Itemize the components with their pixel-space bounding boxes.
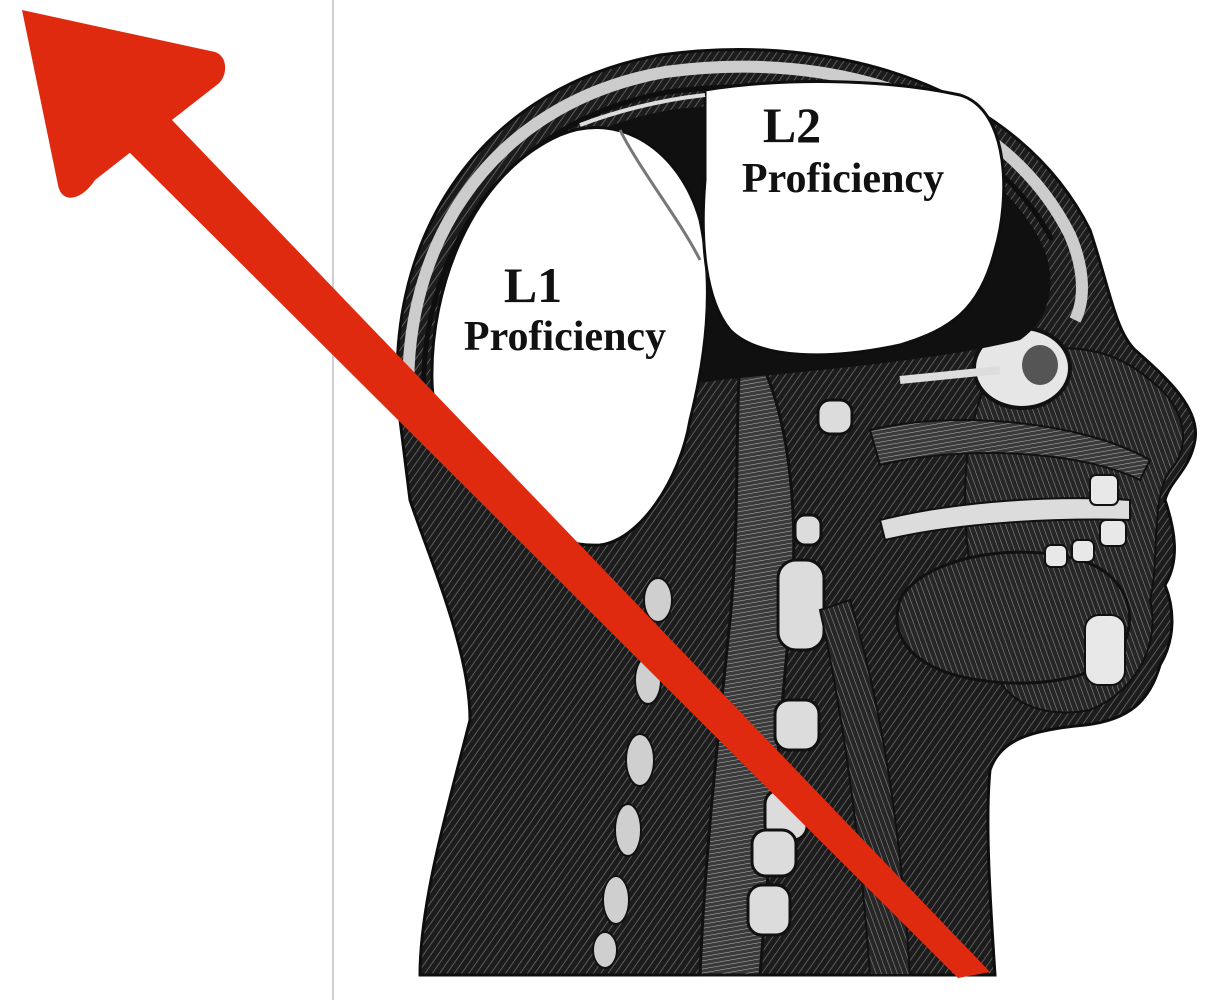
label-l2-code: L2 (763, 97, 821, 153)
label-l1-term: Proficiency (464, 314, 666, 360)
label-l2-term: Proficiency (742, 156, 944, 202)
l2-region (703, 82, 1003, 355)
label-l1-code: L1 (504, 257, 562, 313)
